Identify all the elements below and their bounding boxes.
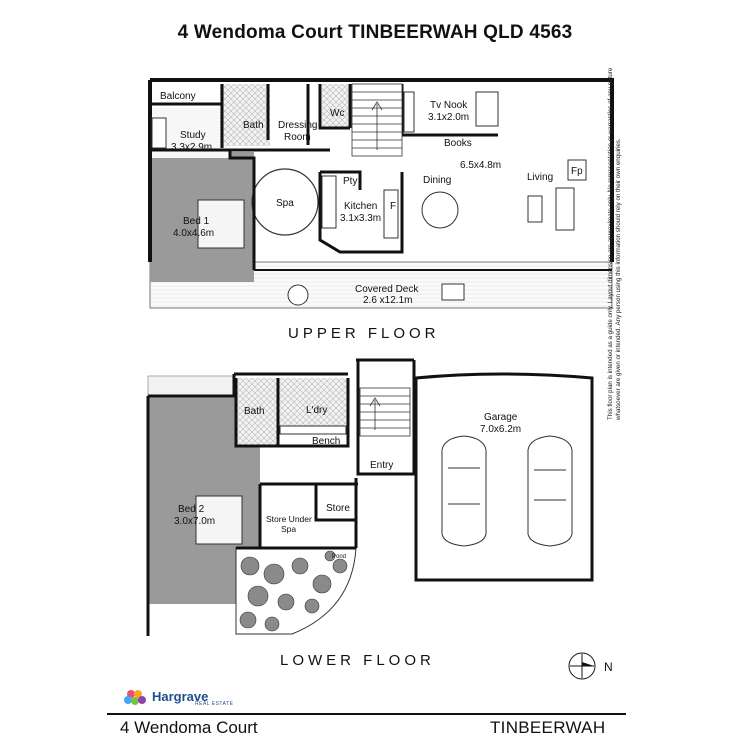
bed1-size: 4.0x4.6m — [173, 228, 214, 239]
books-label: Books — [444, 138, 472, 149]
dressing-label-2: Room — [284, 132, 311, 143]
fireplace-label: Fp — [571, 166, 583, 177]
kitchen-size: 3.1x3.3m — [340, 213, 381, 224]
laundry-label: L'dry — [306, 405, 327, 416]
car-right — [527, 435, 573, 547]
upper-floor-plan — [148, 78, 614, 309]
living-sofa — [555, 187, 575, 231]
bed2-size: 3.0x7.0m — [174, 516, 215, 527]
laundry-tile — [278, 378, 348, 434]
study-size: 3.3x2.9m — [171, 142, 212, 153]
dressing-label: Dressing — [278, 120, 317, 131]
disclaimer-text: This floor plan is intended as a guide o… — [607, 67, 622, 420]
lower-floor-plan — [146, 358, 594, 636]
lower-floor-label: LOWER FLOOR — [280, 652, 435, 669]
fireplace — [567, 159, 587, 181]
balcony-label: Balcony — [160, 91, 196, 102]
bed2-label: Bed 2 — [178, 504, 205, 515]
compass-north-label: N — [604, 660, 613, 674]
pond-label: Pond — [332, 554, 346, 560]
entry-label: Entry — [370, 460, 393, 471]
dining-label: Dining — [423, 175, 451, 186]
footer-address: 4 Wendoma Court — [120, 718, 258, 737]
wc-label: Wc — [330, 108, 344, 119]
lower-bath-label: Bath — [244, 406, 265, 417]
fridge-label: F — [390, 201, 396, 212]
covered-deck-size: 2.6 x12.1m — [363, 295, 412, 306]
spa-label: Spa — [276, 198, 294, 209]
store-under-label: Store Under — [266, 514, 312, 524]
compass-icon — [568, 652, 596, 680]
upper-floor-label: UPPER FLOOR — [288, 325, 440, 342]
footer-suburb: TINBEERWAH — [490, 718, 606, 737]
car-left — [441, 435, 487, 547]
bed1-label: Bed 1 — [183, 216, 210, 227]
footer-divider — [107, 713, 626, 715]
study-label: Study — [180, 130, 206, 141]
bed1-bed — [197, 199, 245, 249]
garage-size: 7.0x6.2m — [480, 424, 521, 435]
wc-tile — [322, 84, 348, 128]
bath-label: Bath — [243, 120, 264, 131]
logo-name: Hargrave — [152, 689, 209, 704]
plan-title: 4 Wendoma Court TINBEERWAH QLD 4563 — [177, 22, 573, 43]
logo-subtitle: REAL ESTATE — [195, 701, 234, 707]
lower-bath-tile — [236, 378, 278, 446]
kitchen-label: Kitchen — [344, 201, 377, 212]
bed2-bed — [195, 495, 243, 545]
store-label: Store — [326, 503, 350, 514]
spa-tub — [251, 168, 319, 236]
bath-tile — [220, 84, 270, 146]
bench-label: Bench — [312, 436, 340, 447]
upper-outer-wall — [148, 78, 614, 262]
store-under-spa-label: Spa — [281, 524, 296, 534]
covered-deck-label: Covered Deck — [355, 284, 419, 295]
garage-label: Garage — [484, 412, 518, 423]
tv-nook-label: Tv Nook — [430, 100, 468, 111]
tv-nook-size: 3.1x2.0m — [428, 112, 469, 123]
living-label: Living — [527, 172, 553, 183]
living-size: 6.5x4.8m — [460, 160, 501, 171]
dining-table — [421, 191, 459, 229]
pantry-label: Pty — [343, 176, 357, 187]
hargrave-logo-icon — [124, 690, 146, 705]
